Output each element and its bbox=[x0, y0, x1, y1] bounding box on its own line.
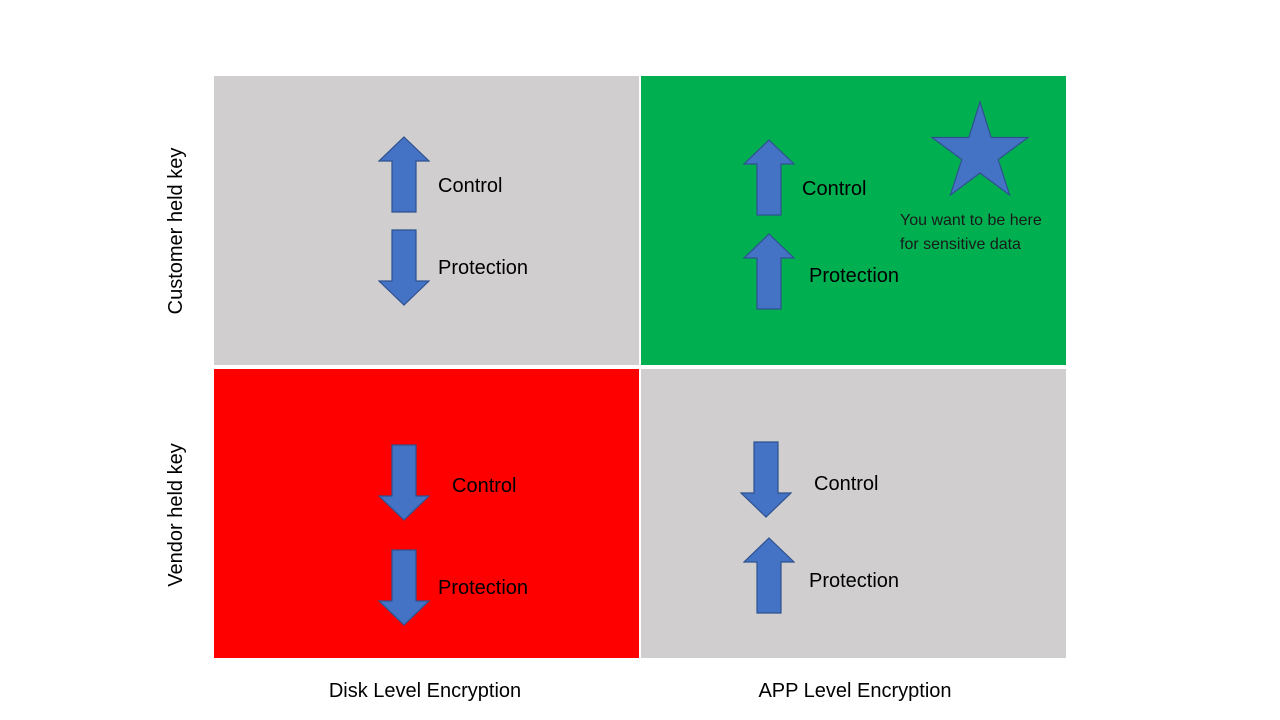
quadrant-customer-key-disk bbox=[214, 76, 639, 365]
control-label: Control bbox=[452, 475, 517, 497]
arrow-up-icon bbox=[743, 537, 795, 614]
protection-label: Protection bbox=[809, 570, 900, 592]
note-line-2: for sensitive data bbox=[900, 236, 1021, 253]
quadrant-vendor-key-app bbox=[641, 369, 1066, 658]
arrow-down-icon bbox=[378, 549, 430, 626]
note-line-1: You want to be here bbox=[900, 212, 1042, 229]
star-icon bbox=[930, 100, 1030, 198]
arrow-up-icon bbox=[743, 233, 795, 310]
arrow-up-icon bbox=[743, 139, 795, 216]
arrow-down-icon bbox=[740, 441, 792, 518]
arrow-up-icon bbox=[378, 136, 430, 213]
arrow-down-icon bbox=[378, 229, 430, 306]
y-axis-label-vendor-key: Vendor held key bbox=[165, 443, 187, 587]
protection-label: Protection bbox=[809, 265, 900, 287]
x-axis-label-disk-encryption: Disk Level Encryption bbox=[328, 680, 522, 702]
protection-label: Protection bbox=[438, 257, 529, 279]
control-label: Control bbox=[438, 175, 503, 197]
y-axis-label-customer-key: Customer held key bbox=[165, 147, 187, 315]
sensitive-data-note: You want to be here for sensitive data bbox=[900, 209, 1042, 257]
x-axis-label-app-encryption: APP Level Encryption bbox=[758, 680, 952, 702]
control-label: Control bbox=[802, 178, 867, 200]
quadrant-customer-key-app bbox=[641, 76, 1066, 365]
arrow-down-icon bbox=[378, 444, 430, 521]
protection-label: Protection bbox=[438, 577, 529, 599]
quadrant-vendor-key-disk bbox=[214, 369, 639, 658]
control-label: Control bbox=[814, 473, 879, 495]
